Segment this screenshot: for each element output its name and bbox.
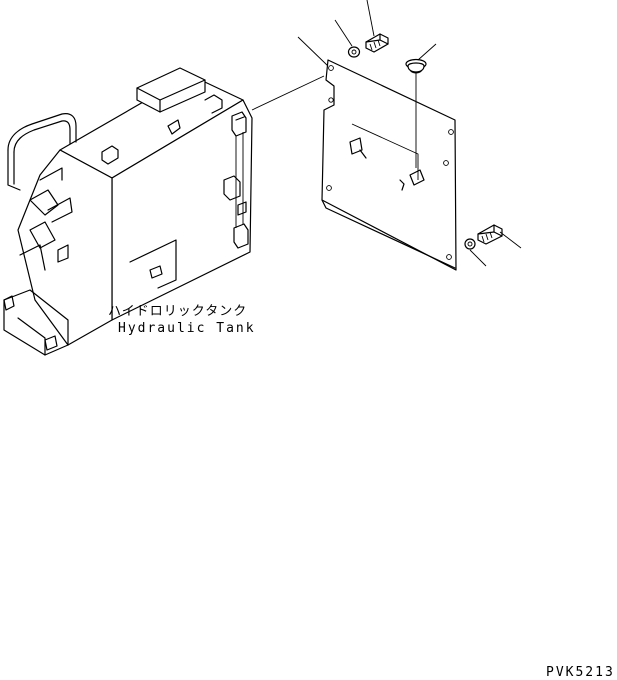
- bolt-lower: [477, 224, 503, 245]
- washer-upper: [347, 46, 361, 58]
- washer-lower: [464, 238, 476, 250]
- component-label-japanese: ハイドロリックタンク: [108, 304, 248, 319]
- knob-cap: [405, 58, 427, 74]
- cover-plate: [321, 59, 457, 271]
- leader-lines: [251, 0, 522, 267]
- drawing-code: PVK5213: [546, 665, 615, 680]
- component-label-english: Hydraulic Tank: [118, 321, 256, 336]
- bolt-upper: [365, 33, 389, 53]
- hydraulic-tank: [3, 67, 253, 356]
